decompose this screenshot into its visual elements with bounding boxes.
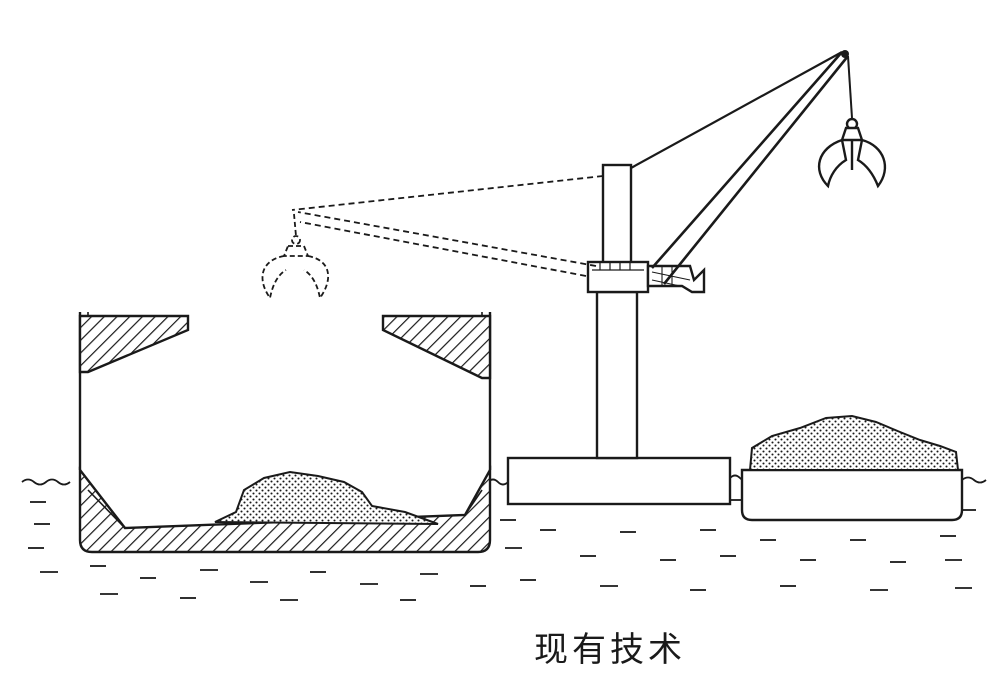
cargo-pile-barge xyxy=(748,414,960,471)
hoist-rope xyxy=(847,55,853,119)
boom-stay-cable xyxy=(630,51,843,169)
boom-alternate-position xyxy=(291,175,604,277)
figure-caption: 现有技术 xyxy=(534,630,686,670)
water-dashes xyxy=(28,499,976,601)
ship-hull xyxy=(78,312,492,554)
crane-tower-lower xyxy=(595,290,639,460)
dashed-grab-bucket-icon xyxy=(261,213,329,301)
cargo-pile-hold xyxy=(214,470,439,525)
receiving-barge xyxy=(740,468,964,522)
boom-tip-sheave xyxy=(841,50,849,58)
crane-slewing-deck xyxy=(586,260,650,294)
crane-boom xyxy=(651,51,850,285)
crane-pontoon xyxy=(506,456,732,506)
grab-bucket-icon xyxy=(817,117,887,189)
crane-tower-upper xyxy=(601,163,633,265)
crane-deck-grid xyxy=(592,262,644,271)
